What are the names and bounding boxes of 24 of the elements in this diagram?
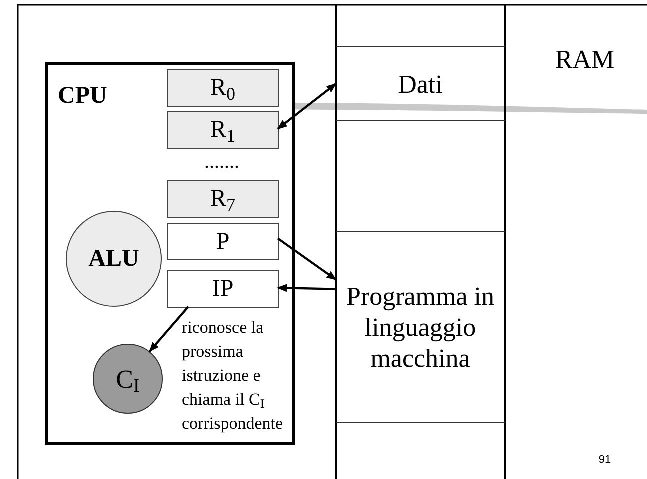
node-label: ALU	[88, 245, 140, 274]
register-box	[167, 69, 279, 107]
node-label: Dati	[397, 68, 444, 100]
arrow	[277, 238, 337, 281]
register-box	[167, 111, 279, 149]
description-text: riconosce la prossima istruzione e chiama il C$_{I}$ corrispondente	[182, 317, 284, 435]
node-label: Programma in linguaggio macchina	[345, 281, 496, 374]
node-label: R$_{1}$	[210, 118, 236, 142]
register-box	[167, 180, 279, 218]
arrow	[149, 306, 190, 352]
node-label: R$_{7}$	[210, 187, 236, 211]
node-label: R$_{0}$	[210, 76, 236, 100]
node-label: CPU	[58, 82, 108, 111]
register-box	[167, 223, 279, 260]
ellipsis-text: .......	[204, 155, 240, 169]
node-label: P	[216, 230, 230, 254]
node-label: C$_{I}$	[116, 364, 140, 398]
cpu-box	[45, 62, 295, 445]
arrow	[277, 284, 336, 292]
memory-title: RAM	[554, 44, 616, 76]
node-label: IP	[212, 277, 234, 301]
register-box	[167, 270, 279, 308]
arrow	[277, 83, 337, 130]
page-number: 91	[598, 453, 612, 468]
